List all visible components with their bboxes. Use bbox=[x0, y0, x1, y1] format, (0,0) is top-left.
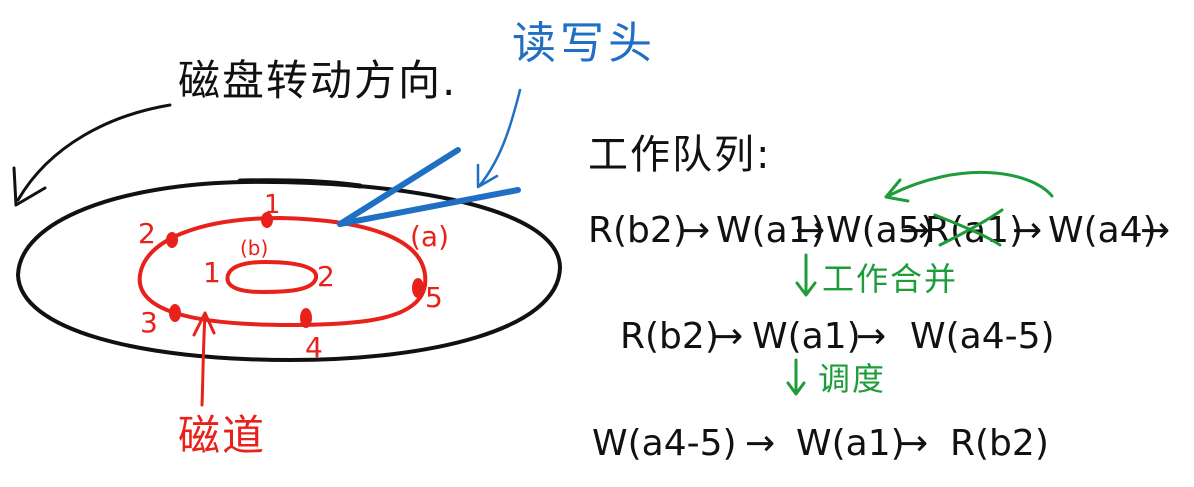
reorder-step: 调度 bbox=[786, 358, 886, 398]
reordered-item-2: W(a1) bbox=[796, 423, 905, 464]
work-queue-title: 工作队列: bbox=[588, 132, 771, 178]
rotation-direction-label: 磁盘转动方向. bbox=[178, 56, 457, 105]
sequence-reordered: W(a4-5) → W(a1) → R(b2) bbox=[592, 423, 1049, 464]
merged-item-3: W(a4-5) bbox=[910, 316, 1055, 357]
reordered-arrow-1: → bbox=[745, 423, 775, 464]
sector-3-mark bbox=[169, 304, 181, 322]
original-item-5: W(a4) bbox=[1048, 210, 1157, 251]
outer-sector-label-2: 2 bbox=[138, 217, 156, 250]
original-item-2: W(a1) bbox=[716, 210, 825, 251]
merge-step-label: 工作合并 bbox=[822, 260, 958, 298]
outer-track-outline bbox=[137, 215, 428, 328]
merged-item-2: W(a1) bbox=[752, 316, 861, 357]
sector-2-mark bbox=[166, 232, 178, 248]
inner-sector-label-1: 1 bbox=[203, 256, 221, 289]
reorder-down-arrow bbox=[786, 358, 806, 396]
read-write-head bbox=[337, 147, 521, 227]
disk-platter-top-stroke bbox=[237, 178, 363, 189]
inner-track-label: (b) bbox=[240, 236, 268, 260]
original-item-1: R(b2) bbox=[588, 210, 687, 251]
original-arrow-2: → bbox=[795, 210, 825, 251]
track-label: 磁道 bbox=[178, 411, 266, 460]
track-pointer-arrow bbox=[192, 311, 216, 407]
rotation-direction-arrow bbox=[12, 103, 172, 207]
head-pointer-head bbox=[476, 163, 499, 189]
track-pointer-head bbox=[192, 311, 216, 337]
merge-step: 工作合并 bbox=[795, 253, 958, 298]
sequence-merged: R(b2) → W(a1) → W(a4-5) bbox=[620, 316, 1055, 357]
inner-track-outline bbox=[225, 259, 319, 295]
original-arrow-5: → bbox=[1140, 210, 1170, 251]
original-arrow-3: → bbox=[900, 210, 930, 251]
merged-arrow-1: → bbox=[713, 316, 743, 357]
reordered-item-1: W(a4-5) bbox=[592, 423, 737, 464]
reordered-item-3: R(b2) bbox=[950, 423, 1049, 464]
head-arm-upper bbox=[337, 147, 461, 227]
rotation-arrow-head bbox=[12, 166, 47, 207]
head-pointer-shaft bbox=[478, 88, 522, 187]
head-pointer-arrow bbox=[476, 88, 522, 189]
disk-platter-outline bbox=[15, 179, 563, 363]
reordered-arrow-2: → bbox=[898, 423, 928, 464]
sequence-original: R(b2) → W(a1) → W(a5) → R(a1) → W(a4) → bbox=[588, 210, 1170, 251]
strike-out-mark bbox=[933, 208, 1004, 247]
inner-track-b bbox=[225, 259, 319, 295]
outer-track-label: (a) bbox=[410, 220, 449, 253]
outer-sector-label-4: 4 bbox=[305, 331, 323, 364]
rotation-arrow-curve bbox=[16, 103, 172, 202]
outer-track-a bbox=[137, 215, 428, 328]
original-item-3: W(a5) bbox=[826, 210, 935, 251]
merge-curve-head bbox=[884, 178, 910, 203]
read-write-head-label: 读写头 bbox=[512, 18, 656, 69]
track-pointer-shaft bbox=[200, 313, 207, 407]
sector-5-mark bbox=[412, 278, 424, 298]
merge-curve bbox=[888, 171, 1054, 198]
outer-sector-label-3: 3 bbox=[140, 306, 158, 339]
original-arrow-1: → bbox=[680, 210, 710, 251]
head-arm-lower bbox=[337, 187, 521, 227]
merged-item-1: R(b2) bbox=[620, 316, 719, 357]
inner-sector-label-2: 2 bbox=[317, 260, 335, 293]
outer-sector-marks bbox=[166, 212, 424, 328]
reorder-step-label: 调度 bbox=[818, 360, 886, 398]
original-arrow-4: → bbox=[1012, 210, 1042, 251]
merged-arrow-2: → bbox=[856, 316, 886, 357]
strike-out-line-2 bbox=[938, 208, 1004, 247]
outer-sector-label-5: 5 bbox=[425, 281, 443, 314]
disk-platter bbox=[15, 178, 563, 363]
merge-down-arrow bbox=[795, 253, 817, 297]
merge-curve-arrow bbox=[884, 171, 1054, 203]
sector-4-mark bbox=[300, 308, 312, 328]
outer-sector-label-1: 1 bbox=[264, 190, 281, 220]
sector-1-mark bbox=[261, 212, 273, 228]
